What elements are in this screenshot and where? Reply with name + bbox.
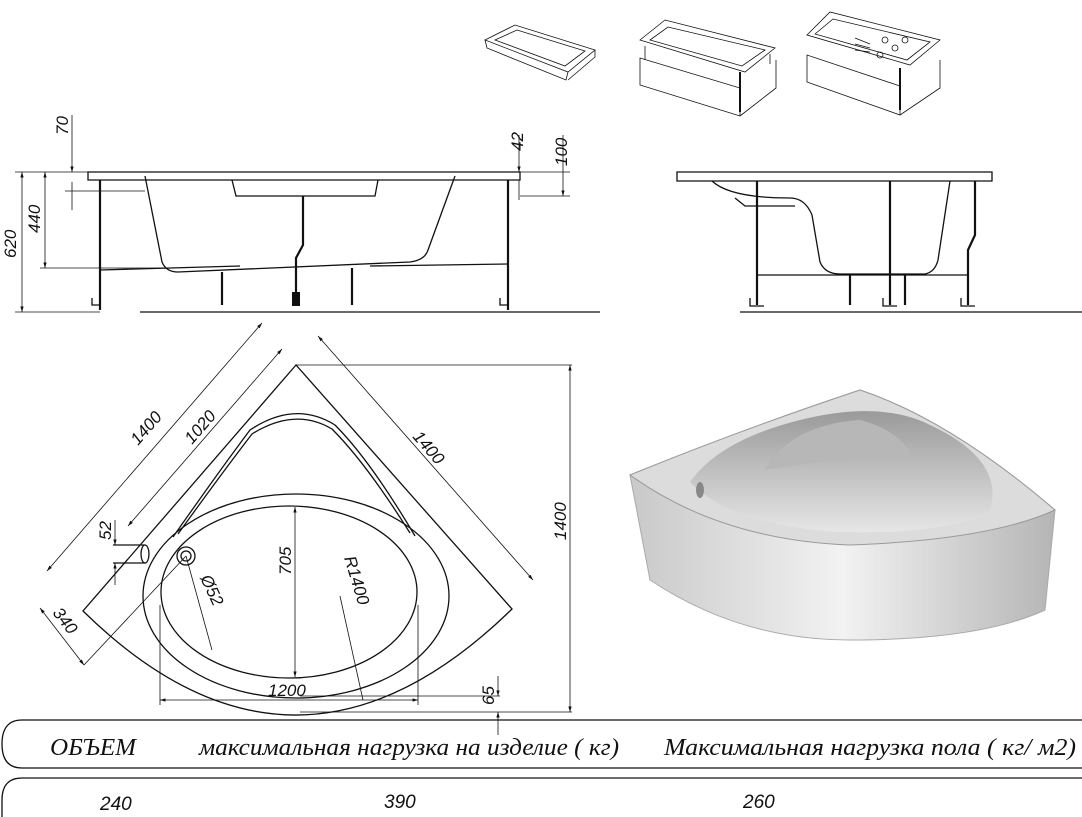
- value-volume: 240: [99, 794, 132, 815]
- dim-radius: R1400: [340, 554, 373, 608]
- spec-table-header-row: [1, 719, 1082, 769]
- dim-depth: 440: [25, 204, 44, 233]
- dim-side-left: 1400: [127, 407, 167, 448]
- thumbnail-tub-only: [484, 24, 596, 81]
- dim-drain-offset: 340: [49, 604, 82, 638]
- dim-rim-thickness: 42: [508, 132, 527, 151]
- header-max-floor-load: Максимальная нагрузка пола ( кг/ м2): [663, 735, 1076, 761]
- thumbnail-tub-with-panel-and-hydromassage: [806, 11, 941, 116]
- value-max-floor-load: 260: [742, 792, 775, 813]
- dim-bowl-depth: 705: [276, 546, 295, 575]
- dim-total-height: 620: [1, 229, 20, 258]
- bathtub-3d-render: [628, 389, 1056, 641]
- value-max-load-product: 390: [384, 792, 416, 813]
- dim-front-offset: 65: [479, 686, 498, 705]
- dim-overflow: 52: [96, 521, 115, 540]
- dim-rim-offset: 70: [53, 116, 72, 135]
- side-view-front: 620 440 70 42 100: [1, 115, 600, 313]
- header-volume: ОБЪЕМ: [50, 735, 138, 761]
- thumbnail-tub-with-panel: [639, 19, 777, 117]
- dim-drain: Ø52: [196, 571, 227, 610]
- side-view-profile: [676, 171, 1082, 313]
- dim-rim-depth: 100: [552, 137, 571, 166]
- dim-height: 1400: [551, 502, 570, 540]
- spec-table-value-row: [1, 777, 1082, 817]
- dim-bowl-width: 1200: [268, 681, 306, 700]
- spec-table: ОБЪЕМ максимальная нагрузка на изделие (…: [1, 719, 1082, 817]
- header-max-load-product: максимальная нагрузка на изделие ( кг): [198, 735, 619, 761]
- plan-view: 1400 1020 1400 1400 705 R1400 Ø52 52 340…: [39, 322, 572, 735]
- dim-side-right: 1400: [409, 427, 449, 468]
